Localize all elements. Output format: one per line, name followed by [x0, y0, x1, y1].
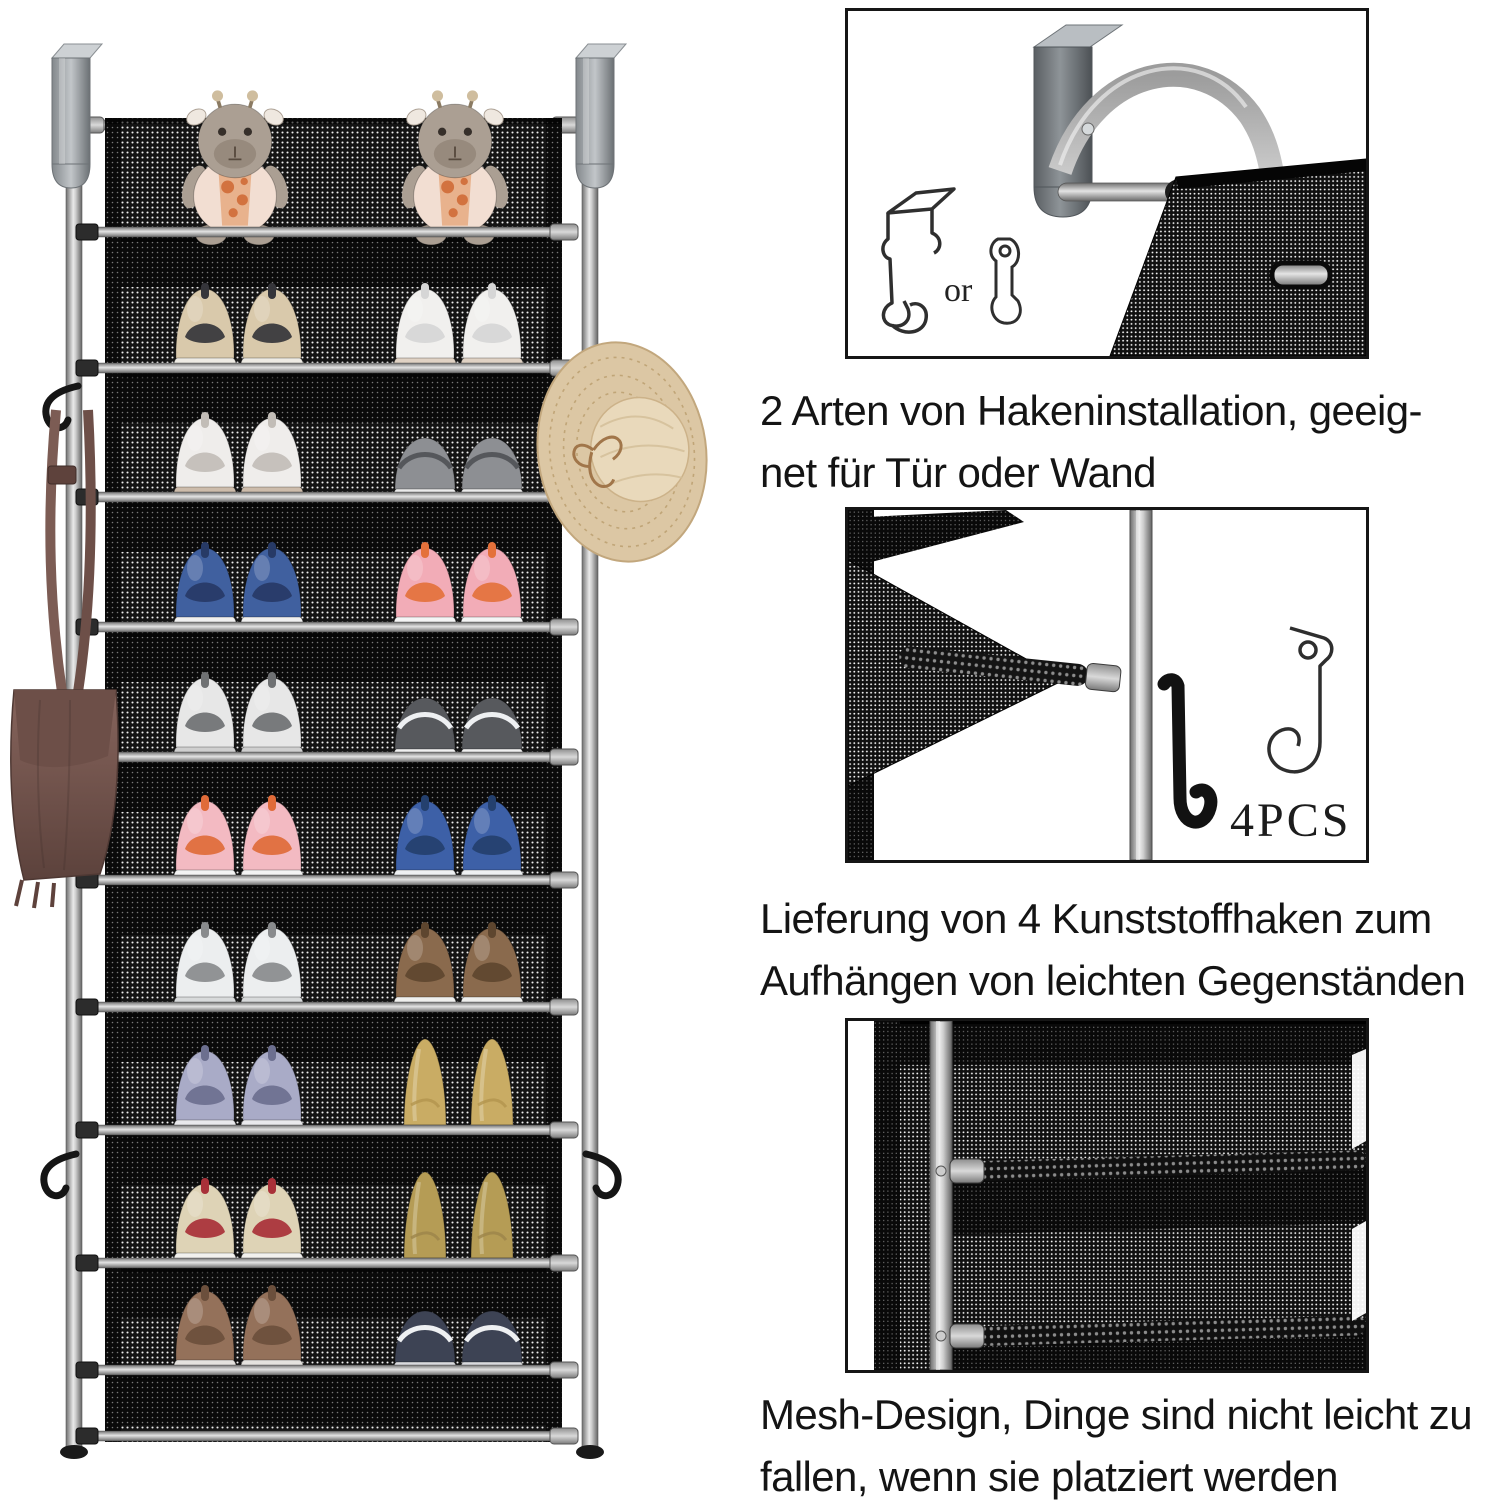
door-hook-left [50, 43, 104, 189]
white-gray-sneakers [173, 922, 237, 1013]
shoulder-bag [10, 409, 119, 909]
caption-mesh-design: Mesh-Design, Dinge sind nicht leicht zu … [760, 1384, 1486, 1500]
hook-icon [40, 1150, 80, 1200]
plastic-hooks-illustration: 4PCS [848, 510, 1351, 860]
rack-pole [929, 1021, 953, 1370]
detail-box-hook-installation: or [845, 8, 1369, 359]
textured-shelf-bar [977, 1315, 1366, 1346]
caption-line: 2 Arten von Hakeninstallation, geeig- [760, 387, 1423, 434]
charcoal-slip-ons [393, 697, 457, 763]
black-hook [1157, 673, 1218, 829]
shelf-tier-5 [173, 672, 524, 763]
wall-hook-drawing [989, 237, 1022, 325]
caption-plastic-hooks: Lieferung von 4 Kunststoffhaken zum Aufh… [760, 888, 1486, 1012]
hook-installation-illustration: or [881, 24, 1366, 356]
door-hook-right [574, 43, 628, 189]
white-gray-sneakers [173, 672, 237, 763]
caption-line: Aufhängen von leichten Gegenständen [760, 957, 1466, 1004]
or-label: or [944, 272, 973, 309]
textured-shelf-bar [899, 646, 1122, 693]
textured-shelf-bar [977, 1150, 1366, 1181]
hook-icon [582, 1150, 622, 1200]
mesh-panel [1109, 158, 1366, 356]
caption-line: net für Tür oder Wand [760, 449, 1157, 496]
giraffe-plush [181, 90, 289, 246]
detail-box-mesh-design [845, 1018, 1369, 1373]
detail-box-plastic-hooks: 4PCS [845, 507, 1369, 863]
caption-hook-installation: 2 Arten von Hakeninstallation, geeig- ne… [760, 380, 1486, 504]
pink-runners [173, 795, 237, 886]
caption-line: fallen, wenn sie platziert werden [760, 1453, 1338, 1500]
shelf-tier-1 [181, 90, 509, 246]
caption-line: Lieferung von 4 Kunststoffhaken zum [760, 895, 1432, 942]
hat-bow [572, 435, 623, 488]
shelf-rod [1057, 182, 1177, 202]
shoe-rack-illustration [10, 43, 708, 1459]
mesh-design-illustration [848, 1021, 1366, 1370]
shoe-rack-photo [0, 0, 740, 1500]
plastic-hooks-on-rack [40, 382, 622, 1200]
rack-pole [1129, 510, 1153, 860]
j-hook-drawing [1267, 626, 1334, 774]
caption-line: Mesh-Design, Dinge sind nicht leicht zu [760, 1391, 1473, 1438]
giraffe-plush [401, 90, 509, 246]
shelf-tier-7 [173, 922, 524, 1013]
straw-hat [536, 341, 708, 563]
hook-icon [42, 382, 82, 432]
pcs-label: 4PCS [1230, 794, 1351, 847]
pole-foot [576, 1445, 604, 1459]
shelf-tier-10 [173, 1285, 524, 1376]
door-hook-drawing [881, 187, 956, 334]
pole-foot [60, 1445, 88, 1459]
